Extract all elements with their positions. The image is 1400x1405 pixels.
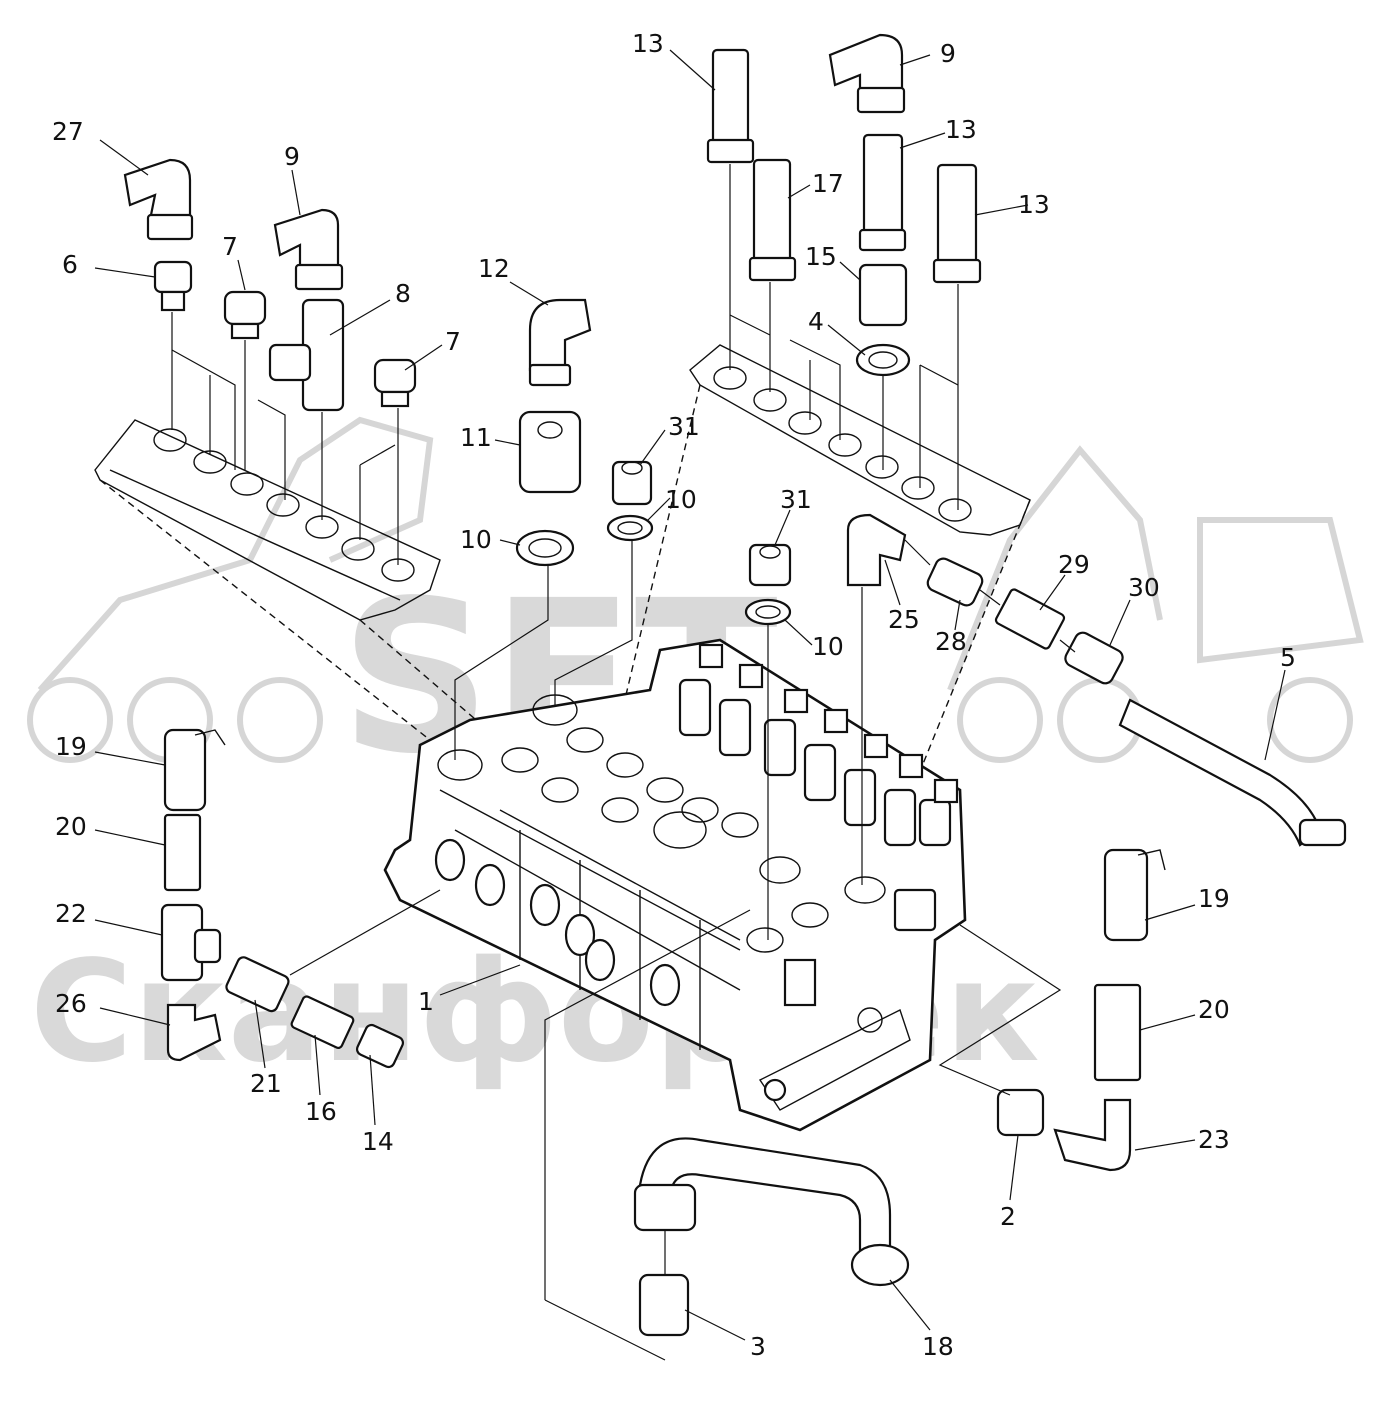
callout-10c: 10: [812, 632, 844, 661]
coupler-20-left: [163, 813, 202, 892]
fitting-29: [994, 588, 1066, 650]
seal-10-right: [554, 514, 654, 705]
seal-10-center: [744, 598, 792, 940]
callout-labels: 27 6 7 9 8 7 12 11 31 10 10 13 9 13 17 1…: [52, 29, 1296, 1361]
callout-10b: 10: [460, 525, 492, 554]
fitting-7-plug-right: [373, 358, 417, 565]
callout-9a: 9: [284, 142, 300, 171]
callout-25: 25: [888, 605, 920, 634]
callout-6: 6: [62, 250, 78, 279]
callout-22: 22: [55, 899, 87, 928]
fitting-7-plug-left: [223, 290, 267, 470]
fitting-13-center: [858, 133, 907, 252]
callout-31a: 31: [668, 412, 700, 441]
fitting-13-left: [706, 48, 755, 370]
hose-5: [1118, 698, 1347, 847]
fitting-15: [858, 263, 908, 327]
fitting-13-right: [932, 163, 982, 510]
fitting-30: [1064, 631, 1124, 685]
hose-line-top: [904, 539, 1076, 653]
sensor-19-right: [1103, 848, 1166, 942]
callout-4: 4: [808, 307, 824, 336]
callout-8: 8: [395, 279, 411, 308]
excavator-tractor-logo: [27, 416, 1364, 763]
fitting-8-tee: [268, 298, 345, 520]
pipe-18: [633, 1137, 910, 1287]
callout-2: 2: [1000, 1202, 1016, 1231]
elbow-26: [166, 1003, 222, 1062]
seal-10-left: [454, 529, 575, 760]
callout-20b: 20: [1198, 995, 1230, 1024]
fitting-3: [638, 1273, 690, 1337]
callout-20a: 20: [55, 812, 87, 841]
callout-1: 1: [418, 987, 434, 1016]
right-port-plate: [689, 344, 1031, 536]
callout-21: 21: [250, 1069, 282, 1098]
fitting-14: [355, 1023, 405, 1069]
fitting-21: [225, 956, 290, 1013]
callout-15: 15: [805, 242, 837, 271]
callout-18: 18: [922, 1332, 954, 1361]
callout-12: 12: [478, 254, 510, 283]
fitting-27-elbow: [123, 158, 194, 241]
left-bracket-lines: [171, 349, 396, 540]
callout-16: 16: [305, 1097, 337, 1126]
bottom-connection-line: [544, 909, 751, 1361]
callout-19b: 19: [1198, 884, 1230, 913]
callout-3: 3: [750, 1332, 766, 1361]
fitting-11-adapter: [518, 410, 582, 494]
fitting-17: [748, 158, 797, 392]
left-port-plate: [94, 419, 441, 621]
callout-leaders: [94, 49, 1286, 1341]
callout-27: 27: [52, 117, 84, 146]
callout-11: 11: [460, 423, 492, 452]
callout-17: 17: [812, 169, 844, 198]
fitting-28: [926, 557, 984, 607]
callout-31b: 31: [780, 485, 812, 514]
callout-9b: 9: [940, 39, 956, 68]
fitting-9-elbow-right: [828, 33, 906, 114]
coupler-20-right: [1093, 983, 1142, 1082]
callout-13c: 13: [1018, 190, 1050, 219]
callout-10a: 10: [665, 485, 697, 514]
callout-26: 26: [55, 989, 87, 1018]
callout-28: 28: [935, 627, 967, 656]
seal-4: [855, 343, 911, 470]
callout-7a: 7: [222, 232, 238, 261]
callout-5: 5: [1280, 643, 1296, 672]
plug-31-left: [611, 460, 653, 506]
fitting-25-elbow: [846, 513, 907, 885]
elbow-23: [1053, 1098, 1132, 1172]
plug-31-right: [748, 543, 792, 587]
callout-30: 30: [1128, 573, 1160, 602]
fitting-9-elbow-left: [273, 208, 344, 291]
callout-14: 14: [362, 1127, 394, 1156]
right-connection-line: [938, 924, 1062, 1096]
right-bracket-lines: [729, 314, 959, 488]
tee-22: [160, 903, 222, 982]
callout-13a: 13: [632, 29, 664, 58]
callout-7b: 7: [445, 327, 461, 356]
left-connection-line: [289, 889, 441, 976]
callout-29: 29: [1058, 550, 1090, 579]
fitting-12-elbow: [528, 298, 592, 387]
control-valve-body: [383, 638, 967, 1132]
callout-23: 23: [1198, 1125, 1230, 1154]
fitting-2: [996, 1088, 1045, 1137]
fitting-6-adapter: [153, 260, 193, 430]
callout-19a: 19: [55, 732, 87, 761]
callout-13b: 13: [945, 115, 977, 144]
alignment-lines: [99, 384, 1031, 931]
sensor-19-left: [163, 728, 226, 812]
